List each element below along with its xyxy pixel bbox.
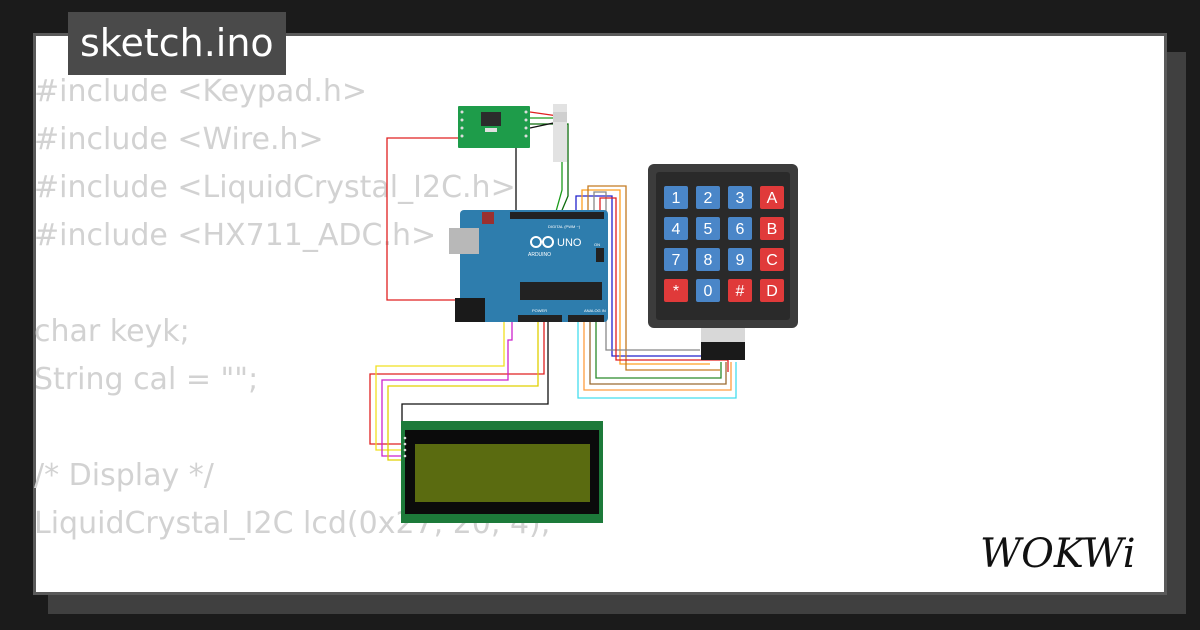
code-line: #include <Keypad.h>: [34, 74, 368, 109]
keypad-4x4: 1 2 3 A 4 5 6 B 7 8 9 C * 0 # D: [648, 164, 798, 360]
keypad-key: [664, 217, 688, 240]
code-line: char keyk;: [34, 314, 190, 349]
keypad-key-label: 1: [672, 190, 681, 207]
keypad-keys: 1 2 3 A 4 5 6 B 7 8 9 C * 0 # D: [664, 186, 784, 302]
wire-keypad-3: [587, 185, 720, 371]
keypad-key-label: B: [767, 221, 778, 238]
keypad-key-label: #: [736, 283, 745, 300]
keypad-key-label: 9: [736, 252, 745, 269]
digital-header: [510, 212, 604, 219]
keypad-key: [728, 217, 752, 240]
code-line: LiquidCrystal_I2C lcd(0x27, 20, 4);: [34, 506, 551, 541]
keypad-key-label: D: [766, 283, 778, 300]
keypad-key-label: 6: [736, 221, 745, 238]
keypad-key: [696, 279, 720, 302]
load-cell-block: [553, 112, 567, 122]
keypad-connector: [701, 342, 745, 360]
keypad-key: [760, 186, 784, 209]
keypad-key: [728, 248, 752, 271]
keypad-key-label: 3: [736, 190, 745, 207]
arduino-brand: ARDUINO: [528, 252, 551, 258]
arduino-logo: [530, 236, 554, 248]
keypad-key-label: *: [673, 283, 679, 300]
code-line: #include <LiquidCrystal_I2C.h>: [34, 170, 516, 205]
hx711-module: [458, 106, 530, 148]
keypad-key-label: 5: [704, 221, 713, 238]
wire-keypad-6: [577, 322, 737, 399]
wire-keypad-7: [583, 322, 732, 391]
keypad-key: [728, 279, 752, 302]
keypad-key-label: 8: [704, 252, 713, 269]
keypad-key: [696, 217, 720, 240]
analog-header: [568, 315, 604, 322]
wire-lcd-red: [369, 322, 545, 445]
reset-button: [482, 212, 494, 224]
keypad-key-label: 0: [704, 283, 713, 300]
power-label: POWER: [532, 308, 547, 313]
keypad-key-label: C: [766, 252, 778, 269]
usb-connector: [449, 228, 479, 254]
wire-keypad-5: [599, 197, 729, 372]
keypad-key: [760, 248, 784, 271]
keypad-key: [664, 186, 688, 209]
wire-keypad-8: [589, 322, 727, 385]
wires: [369, 111, 737, 461]
keypad-key-label: 2: [704, 190, 713, 207]
wire-keypad-1: [575, 195, 705, 357]
wire-keypad-9: [595, 322, 722, 379]
atmega-chip: [520, 282, 602, 300]
keypad-key: [760, 279, 784, 302]
keypad-key: [760, 217, 784, 240]
wire-lcd-yellow: [375, 322, 505, 451]
code-line: /* Display */: [34, 458, 214, 493]
keypad-key: [728, 186, 752, 209]
lcd-screen: [415, 444, 590, 502]
arduino-uno: UNO ARDUINO DIGITAL (PWM ~) ANALOG IN PO…: [449, 210, 608, 322]
keypad-key: [664, 248, 688, 271]
keypad-key-label: A: [767, 190, 778, 207]
wire-lcd-black: [401, 322, 549, 436]
keypad-ribbon: [701, 328, 745, 342]
wire-keypad-4: [593, 191, 700, 351]
wokwi-logo: WOKWi: [980, 531, 1136, 575]
keypad-key-label: 4: [672, 221, 681, 238]
code-preview: #include <Keypad.h> #include <Wire.h> #i…: [34, 68, 551, 548]
power-jack: [455, 298, 485, 322]
power-header: [518, 315, 562, 322]
keypad-key: [696, 248, 720, 271]
code-line: #include <Wire.h>: [34, 122, 324, 157]
keypad-key: [664, 279, 688, 302]
wire-red-hx711: [386, 137, 460, 301]
code-line: String cal = "";: [34, 362, 259, 397]
digital-label: DIGITAL (PWM ~): [548, 224, 581, 229]
uno-label: UNO: [557, 237, 582, 249]
wire-lcd-yellow2: [387, 322, 539, 461]
wokwi-logo-text: WOKWi: [980, 531, 1136, 575]
lcd-2004: [401, 421, 603, 523]
keypad-key-label: 7: [672, 252, 681, 269]
code-line: #include <HX711_ADC.h>: [34, 218, 437, 253]
analog-label: ANALOG IN: [584, 308, 606, 313]
keypad-key: [696, 186, 720, 209]
on-label: ON: [594, 242, 600, 247]
wire-keypad-2: [581, 189, 710, 365]
sketch-title: sketch.ino: [68, 12, 286, 75]
